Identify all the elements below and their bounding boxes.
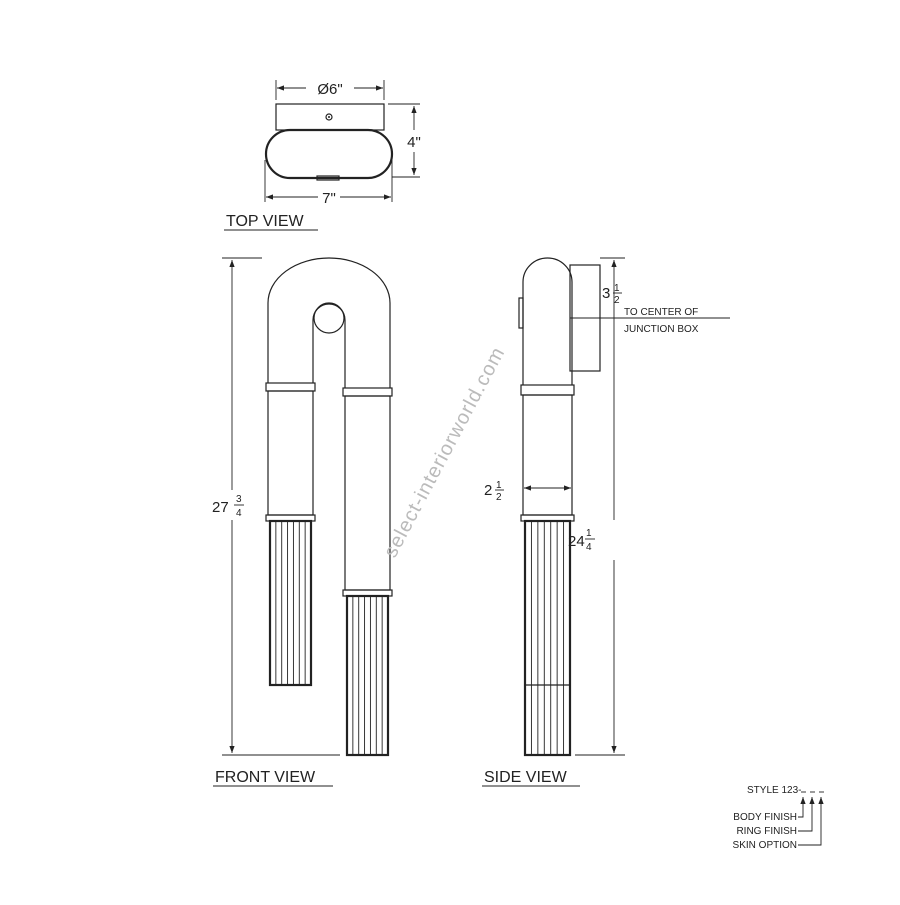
side-tube-top <box>522 257 573 385</box>
top-view: Ø6" 4" 7" TOP VIEW <box>224 80 421 231</box>
width-dimension: 7" <box>322 190 336 207</box>
junction-note-line1: TO CENTER OF <box>624 307 698 318</box>
body-left <box>267 390 314 516</box>
watermark: select-interiorworld.com <box>380 343 510 561</box>
ring-right <box>342 387 393 397</box>
side-view: 24 1 4 3 1 2 TO CENTER OF JUNCTION BOX 2… <box>482 257 730 787</box>
oval-tube-top <box>264 128 394 180</box>
legend-skin-option: SKIN OPTION <box>733 840 797 851</box>
fraction-denominator: 2 <box>614 295 620 306</box>
front-view: 27 3 4 FRONT VIEW <box>212 257 393 787</box>
side-height-dimension: 24 <box>568 533 585 550</box>
style-legend: STYLE 123- BODY FINISH RING FINISH SKIN … <box>733 785 824 851</box>
front-height-dimension: 27 <box>212 499 229 516</box>
legend-body-finish: BODY FINISH <box>733 812 797 823</box>
diameter-dimension: Ø6" <box>317 81 342 98</box>
ring-left <box>265 382 316 392</box>
u-tube-inner <box>312 303 346 388</box>
fraction-denominator: 4 <box>236 508 242 519</box>
mount-screw-icon <box>325 113 333 121</box>
fraction-numerator: 1 <box>586 528 592 539</box>
fraction-denominator: 2 <box>496 492 502 503</box>
fraction-numerator: 1 <box>614 283 620 294</box>
side-view-title: SIDE VIEW <box>484 769 568 786</box>
fluted-skin-left <box>268 519 313 687</box>
fraction-denominator: 4 <box>586 542 592 553</box>
junction-offset-dimension: 3 <box>602 285 610 302</box>
body-right <box>344 395 391 591</box>
junction-canopy <box>313 302 345 334</box>
junction-note-line2: JUNCTION BOX <box>624 324 699 335</box>
top-view-title: TOP VIEW <box>226 213 305 230</box>
side-ring <box>520 384 575 396</box>
u-tube-outer <box>267 257 391 388</box>
height-dimension: 4" <box>407 134 421 151</box>
fraction-numerator: 3 <box>236 494 242 505</box>
legend-ring-finish: RING FINISH <box>736 826 797 837</box>
fraction-numerator: 1 <box>496 480 502 491</box>
front-view-title: FRONT VIEW <box>215 769 316 786</box>
side-fluted-skin <box>523 519 572 757</box>
side-body <box>522 394 573 516</box>
tube-diameter-dimension: 2 <box>484 482 492 499</box>
style-code: STYLE 123- <box>747 785 801 796</box>
fluted-skin-right <box>345 594 390 757</box>
